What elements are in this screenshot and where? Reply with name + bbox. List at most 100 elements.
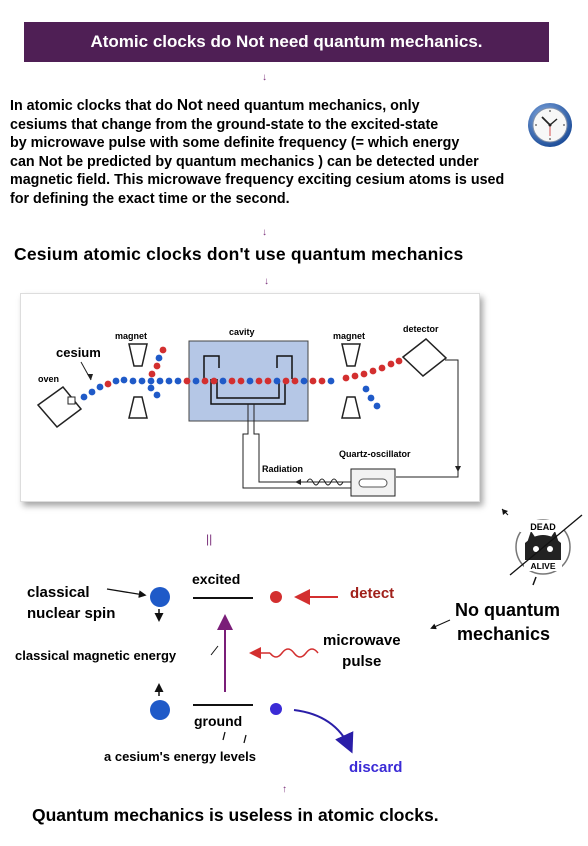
feedback-arrowhead [455,466,461,472]
intro-text: need quantum mechanics, only [202,98,420,114]
bottom-conclusion-heading: Quantum mechanics is useless in atomic c… [32,805,439,825]
left-magnet-label: magnet [115,331,147,341]
microwave-wave [269,648,319,658]
detector [401,338,448,377]
cesium-atom-dot [273,377,281,385]
cesium-atom-dot [155,354,163,362]
classical-label-line: nuclear spin [27,605,116,622]
cat-dead-label: DEAD [530,522,556,532]
cesium-atom-dot [395,357,403,365]
cesium-atom-dot [148,370,156,378]
spin-down-atom [150,587,170,607]
classical-nuclear-spin-label: classical nuclear spin [27,582,115,624]
no-qm-line: mechanics [457,624,551,644]
radiation-label: Radiation [262,464,303,474]
no-qm-line: No quantum [455,600,560,620]
energy-level-diagram [106,587,451,754]
energy-levels-caption: a cesium's energy levels [104,749,256,764]
cesium-atom-dot [201,377,209,385]
spin-up-atom [150,700,170,720]
cesium-atom-dot [159,346,167,354]
cesium-atom-dot [138,377,146,385]
cesium-atom-dot [378,364,386,372]
cesium-atom-dot [147,377,155,385]
intro-text: magnetic field. This microwave frequency… [10,172,505,188]
discard-arrow [293,709,354,754]
ground-atom [270,703,282,715]
cavity-label: cavity [229,327,255,337]
excited-atom [270,591,282,603]
radiation-arrowhead [295,479,301,485]
feedback-wiring [242,359,459,489]
ground-label: ground [194,713,243,729]
cesium-atom-dot [255,377,263,385]
cesium-atom-dot [360,370,368,378]
intro-not-emphasis: Not [176,97,203,114]
cesium-atom-dot [282,377,290,385]
excited-label: excited [192,571,241,587]
magnetic-energy-pointer [210,645,219,656]
detect-label: detect [350,585,395,602]
classical-magnetic-energy-label: classical magnetic energy [15,648,177,663]
cesium-atom-dot [96,383,104,391]
cesium-atom-dot [387,360,395,368]
intro-paragraph: In atomic clocks that do Not need quantu… [10,97,555,208]
cesium-atom-dot [369,367,377,375]
radiation-wave [306,478,344,486]
levels-pointer-tick [243,734,247,744]
cesium-atom-dot [183,377,191,385]
cesium-clock-heading: Cesium atomic clocks don't use quantum m… [14,244,464,264]
cesium-atom-dot [228,377,236,385]
discard-label: discard [349,759,403,776]
cesium-atom-dot [309,377,317,385]
right-magnet-label: magnet [333,331,365,341]
left-magnet [128,343,148,419]
cesium-atom-dot [129,377,137,385]
microwave-label-line: microwave [323,632,401,649]
cesium-label: cesium [56,345,101,360]
cesium-atom-dot [165,377,173,385]
cesium-atom-dot [300,377,308,385]
atomic-clock-apparatus: oven cesium magnet cavity magnet detecto… [20,293,480,502]
no-qm-pointer [430,619,451,630]
equivalence-sign: || [206,532,213,546]
cesium-atom-dot [192,377,200,385]
intro-text: can Not be predicted by quantum mechanic… [10,153,479,170]
ground-pointer-tick [222,731,226,741]
oven-label: oven [38,374,59,384]
cesium-atom-dot [112,377,120,385]
cesium-atom-dot [88,388,96,396]
cesium-atom-dot [373,402,381,410]
cesium-atom-dot [318,377,326,385]
quartz-oscillator [350,468,396,497]
connector-arrow: ↓ [262,72,267,83]
schrodinger-cat-icon: DEAD ALIVE [501,508,583,586]
cesium-atom-dot [237,377,245,385]
cesium-atom-dot [351,372,359,380]
clock-icon [528,103,572,147]
cesium-atom-dot [80,393,88,401]
quartz-label: Quartz-oscillator [339,449,411,459]
cesium-atom-dot [219,377,227,385]
oven [36,385,83,429]
cesium-atom-dot [120,376,128,384]
connector-arrow: ↓ [264,276,269,287]
cesium-pointer-head [87,374,93,380]
cesium-beam [80,346,403,410]
intro-text: In atomic clocks that do [10,98,177,114]
intro-text: cesiums that change from the ground-stat… [10,116,439,133]
cesium-atom-dot [104,380,112,388]
cesium-atom-dot [362,385,370,393]
cesium-atom-dot [246,377,254,385]
title-banner: Atomic clocks do Not need quantum mechan… [24,22,549,62]
classical-label-line: classical [27,584,90,601]
cesium-atom-dot [147,384,155,392]
microwave-label-line: pulse [342,653,382,670]
nuclear-spin-pointer [106,588,147,599]
cesium-atom-dot [264,377,272,385]
cesium-atom-dot [291,377,299,385]
apparatus-drawing: oven cesium magnet cavity magnet detecto… [36,324,461,497]
connector-arrow: ↓ [262,227,267,238]
cesium-atom-dot [327,377,335,385]
cesium-atom-dot [367,394,375,402]
